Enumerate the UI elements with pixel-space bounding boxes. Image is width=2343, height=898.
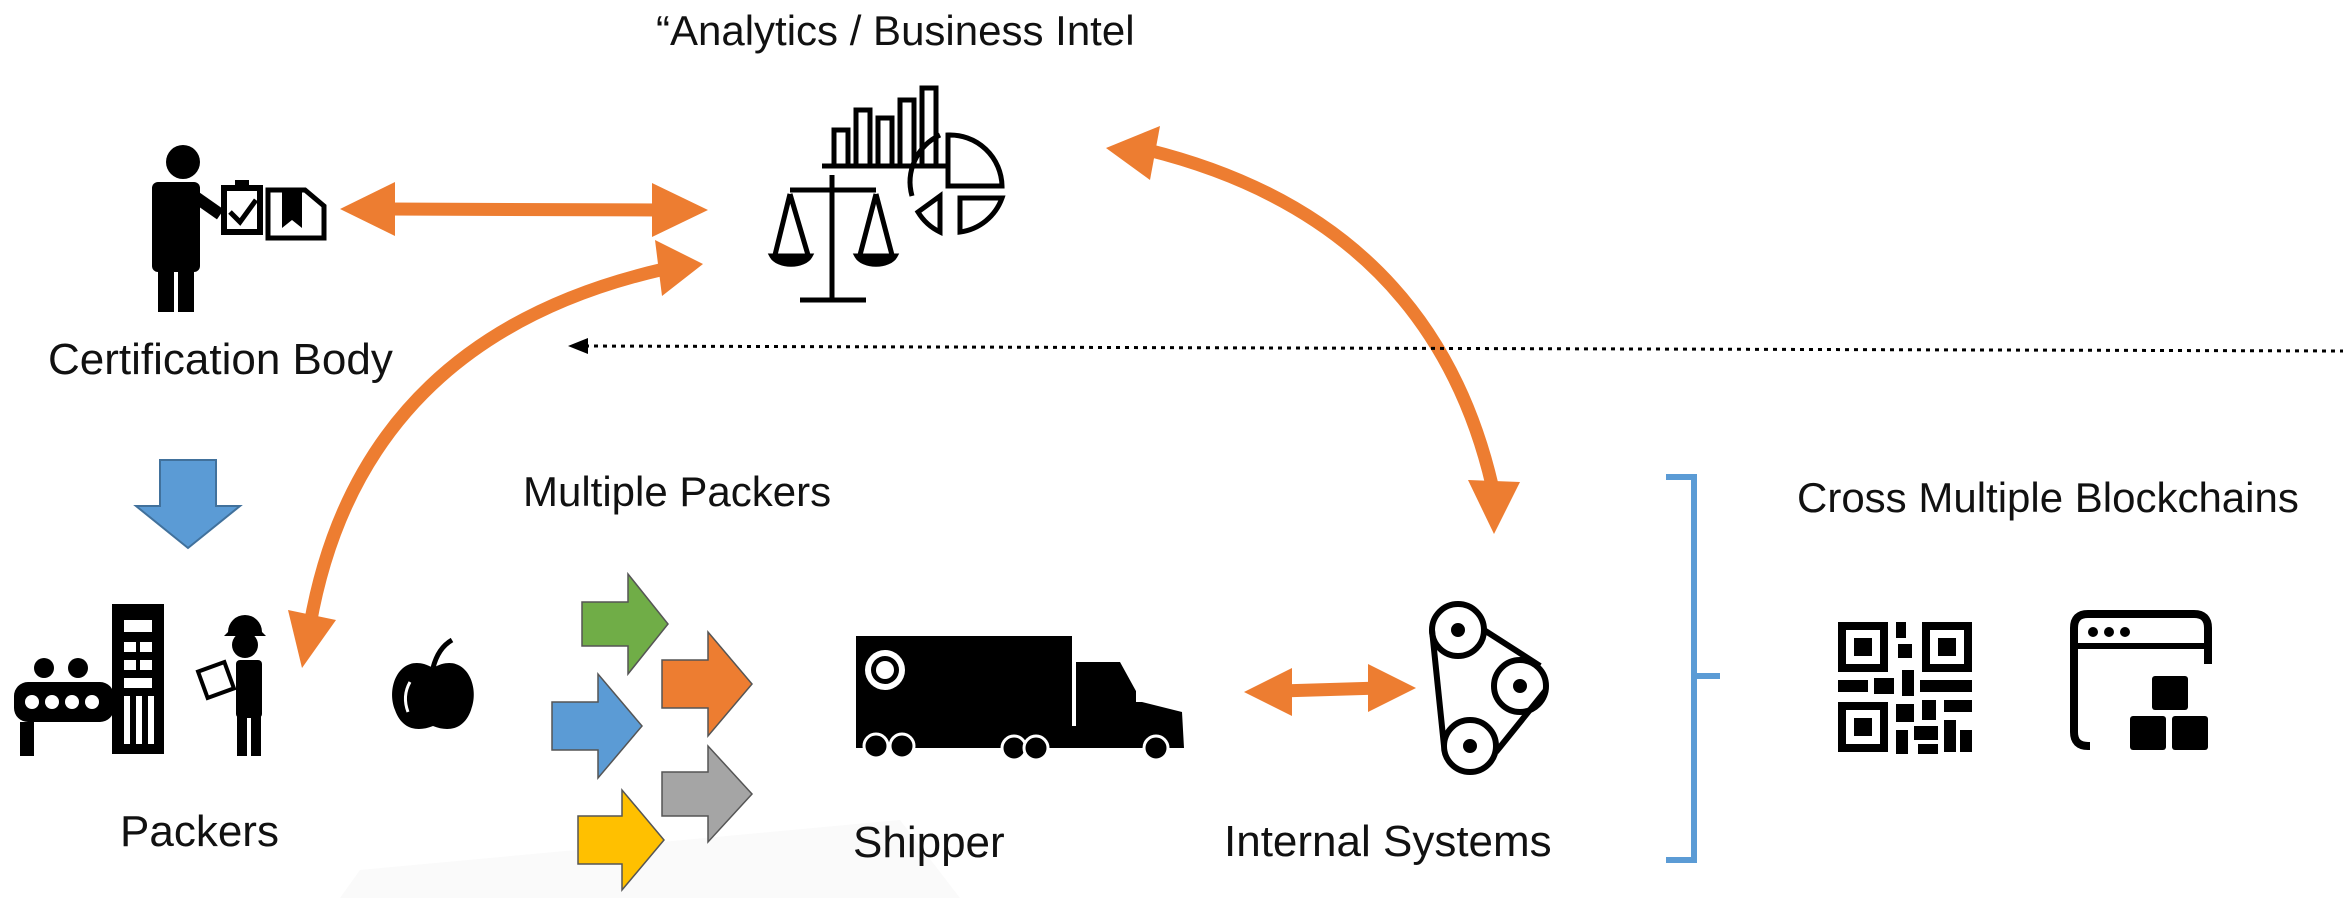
scales-icon	[767, 175, 900, 303]
pie-chart-icon	[907, 132, 1006, 236]
down-arrow	[133, 459, 243, 550]
shipper-label: Shipper	[853, 818, 1005, 867]
inspector-icon	[152, 145, 224, 312]
analytics-internal-arrow	[1106, 126, 1520, 534]
bar-chart-icon	[822, 85, 950, 169]
truck-icon	[856, 636, 1184, 762]
worker-icon	[195, 615, 266, 756]
blockchain-app-icon	[2070, 610, 2212, 750]
factory-icon	[14, 604, 164, 756]
qr-code-icon	[1838, 622, 1972, 754]
packers-label: Packers	[120, 807, 279, 856]
blockchain-bracket	[1666, 474, 1720, 863]
analytics-label: “Analytics / Business Intel	[656, 7, 1135, 54]
orange-arrow	[661, 629, 753, 739]
gold-arrow	[577, 787, 665, 893]
pulley-system-icon	[1429, 601, 1549, 775]
certification-body-label: Certification Body	[48, 335, 393, 384]
dotted-flow-line	[568, 338, 2343, 354]
shipper-internal-arrow	[1244, 664, 1416, 716]
checklist-icon	[221, 180, 263, 235]
apple-icon	[392, 637, 474, 729]
packer-arrows	[551, 571, 754, 893]
green-arrow	[581, 571, 669, 677]
gray-arrow	[661, 744, 754, 844]
cross-blockchains-label: Cross Multiple Blockchains	[1797, 474, 2299, 521]
document-icon	[265, 187, 327, 241]
internal-systems-label: Internal Systems	[1224, 817, 1552, 866]
packers-analytics-arrow	[288, 240, 703, 668]
background-sheet	[340, 820, 960, 898]
multiple-packers-label: Multiple Packers	[523, 468, 831, 515]
cert-analytics-arrow	[340, 182, 708, 237]
blue-arrow	[551, 671, 643, 781]
